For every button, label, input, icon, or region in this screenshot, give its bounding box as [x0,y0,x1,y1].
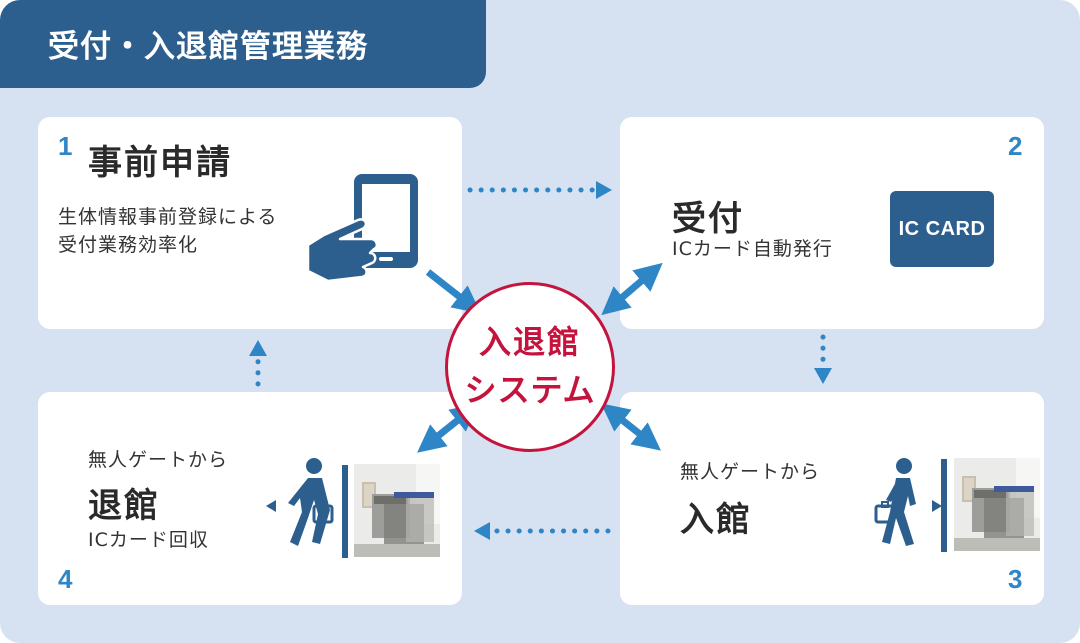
security-gate-photo [354,464,440,557]
step-heading: 事前申請 [88,143,232,183]
gate-bar [941,459,947,552]
step-pre-text: 無人ゲートから [680,461,821,483]
tablet-hand-icon [306,174,418,281]
page-title: 受付・入退館管理業務 [0,0,486,88]
walking-person-icon [266,458,334,546]
step-number: 3 [1008,564,1023,594]
step-description-line-2: 受付業務効率化 [58,234,199,256]
walking-person-icon [874,458,942,546]
entry-exit-system-hub: 入退館 システム [445,282,615,452]
dotted-arrow-1-to-2 [467,181,612,199]
step-pre-text: 無人ゲートから [88,449,229,471]
step-heading: 退館 [88,486,160,526]
step-number: 2 [1008,131,1023,161]
step-number: 1 [58,131,73,161]
step-card-reception: 2 受付 ICカード自動発行 IC CARD [620,117,1044,329]
step-card-entry: 3 無人ゲートから 入館 [620,392,1044,605]
dotted-arrow-2-to-3 [814,334,832,384]
step-description: ICカード自動発行 [672,238,833,260]
step-card-pre-application: 1 事前申請 生体情報事前登録による 受付業務効率化 [38,117,462,329]
dotted-arrow-3-to-4 [474,522,611,540]
hub-label-line-2: システム [464,371,596,409]
step-number: 4 [58,564,73,594]
dotted-arrow-4-to-1 [249,340,267,387]
ic-card-icon: IC CARD [890,191,994,267]
hub-label-line-1: 入退館 [478,323,581,361]
security-gate-photo [954,458,1040,551]
step-card-exit: 4 無人ゲートから 退館 ICカード回収 [38,392,462,605]
step-post-text: ICカード回収 [88,529,209,551]
step-heading: 入館 [680,500,752,540]
step-heading: 受付 [672,199,744,239]
gate-bar [342,465,348,558]
step-description-line-1: 生体情報事前登録による [58,206,278,228]
